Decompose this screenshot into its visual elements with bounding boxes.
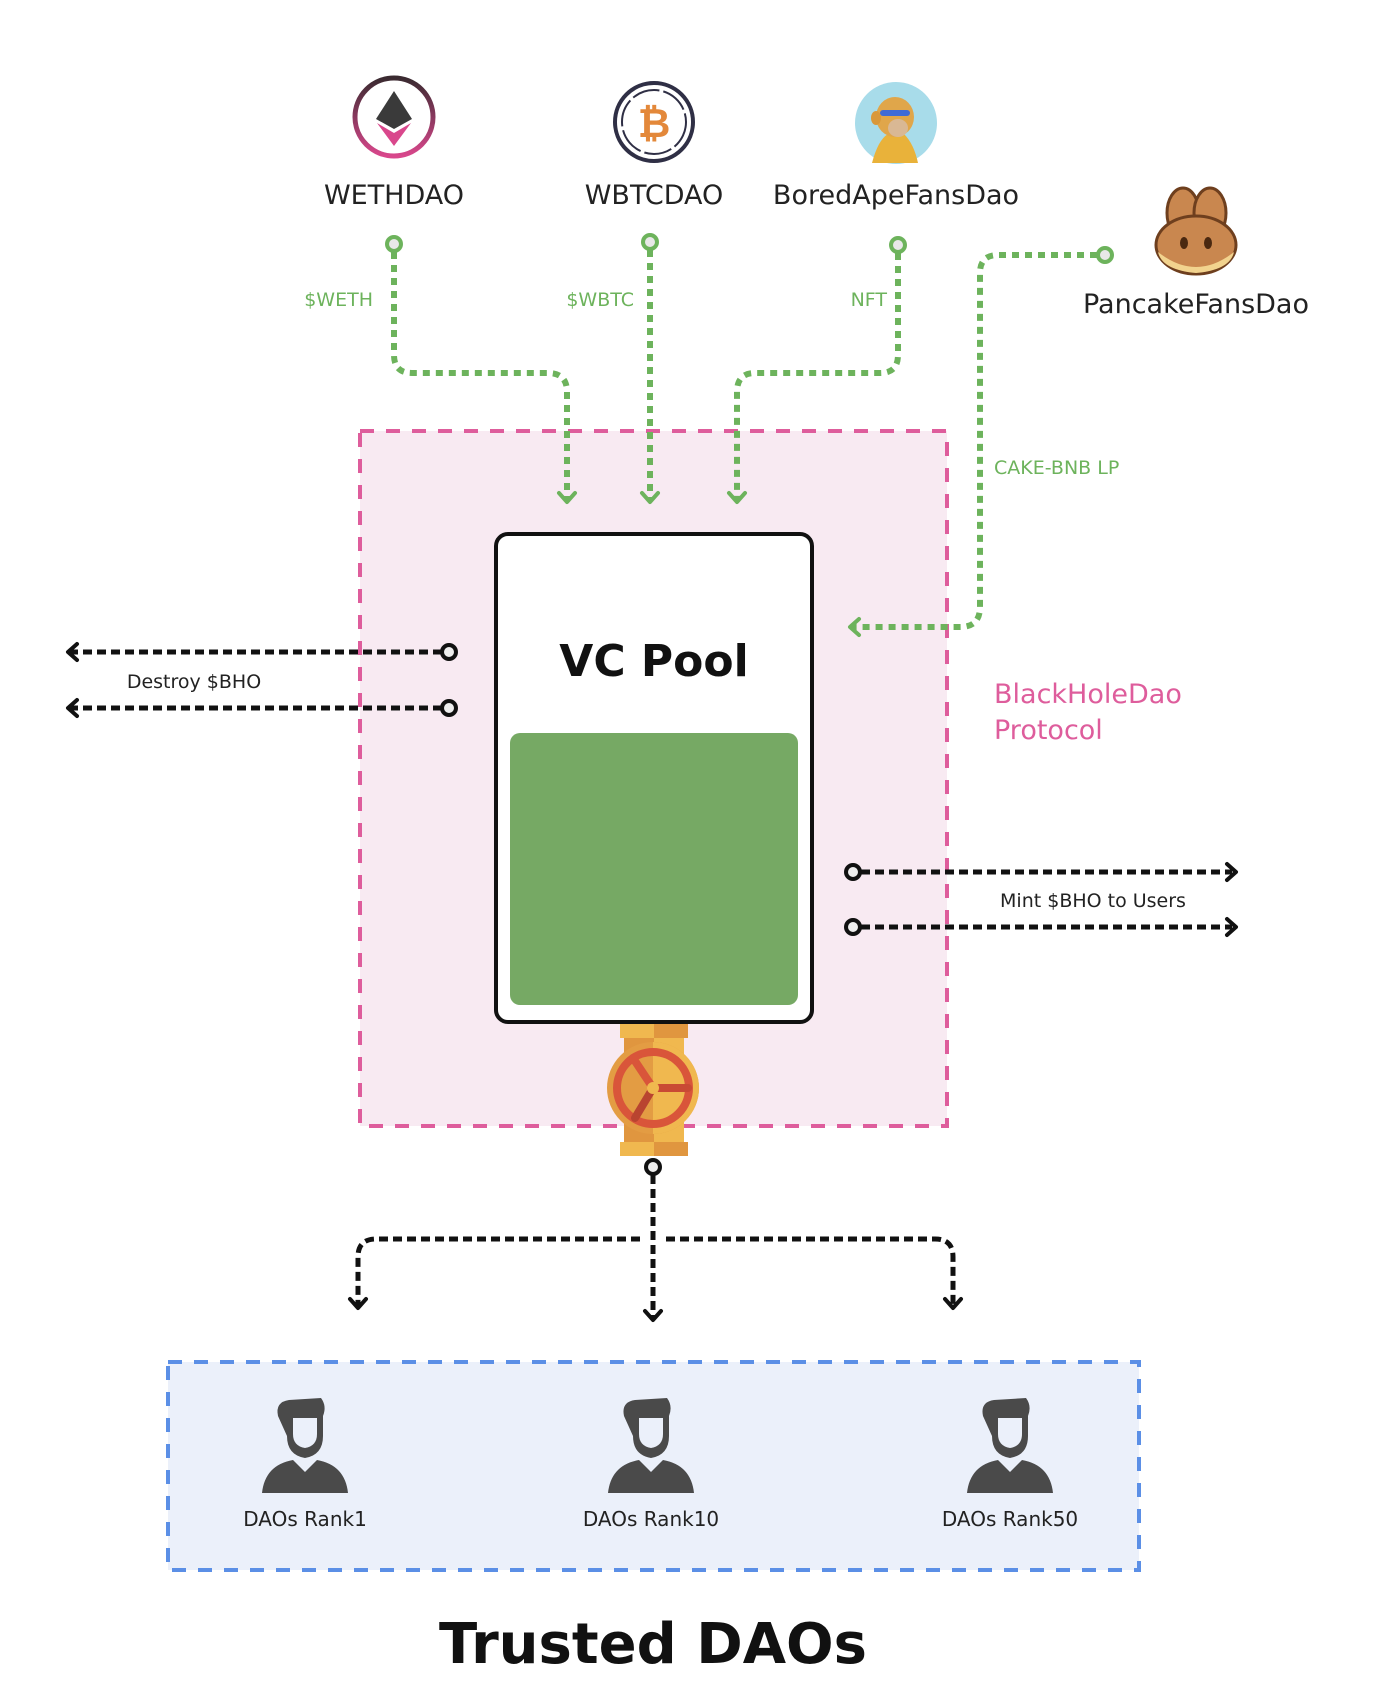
protocol-label: BlackHoleDao Protocol bbox=[994, 679, 1182, 746]
source-label: WETHDAO bbox=[324, 180, 464, 211]
outflow-mint: Mint $BHO to Users bbox=[844, 862, 1238, 937]
rank-label: DAOs Rank50 bbox=[942, 1507, 1078, 1531]
pancake-bunny-icon bbox=[1154, 186, 1238, 276]
trusted-dao-rank1: DAOs Rank1 bbox=[243, 1398, 367, 1531]
source-boredapefansdao: BoredApeFansDao bbox=[773, 82, 1019, 211]
inflow-label: CAKE-BNB LP bbox=[994, 457, 1119, 479]
source-label: PancakeFansDao bbox=[1083, 289, 1309, 320]
vc-pool: VC Pool bbox=[494, 532, 814, 1024]
inflow-label: NFT bbox=[851, 289, 888, 311]
person-icon bbox=[967, 1398, 1053, 1493]
source-label: WBTCDAO bbox=[585, 180, 724, 211]
ethereum-icon bbox=[352, 75, 436, 159]
source-pancakefansdao: PancakeFansDao bbox=[1083, 186, 1309, 320]
inflow-nft: NFT bbox=[727, 236, 907, 504]
valve-icon bbox=[607, 1024, 699, 1156]
protocol-label-line2: Protocol bbox=[994, 715, 1103, 746]
distribution-flow bbox=[348, 1158, 963, 1322]
bitcoin-icon: ₿ bbox=[613, 81, 695, 163]
inflow-cake-bnb-lp: CAKE-BNB LP bbox=[848, 246, 1119, 637]
source-label: BoredApeFansDao bbox=[773, 180, 1019, 211]
person-icon bbox=[608, 1398, 694, 1493]
inflow-label: $WETH bbox=[304, 289, 373, 311]
bored-ape-icon bbox=[855, 82, 937, 164]
rank-label: DAOs Rank10 bbox=[583, 1507, 719, 1531]
inflow-label: $WBTC bbox=[566, 289, 634, 311]
destroy-label: Destroy $BHO bbox=[127, 671, 261, 693]
pool-fill bbox=[510, 733, 798, 1005]
protocol-label-line1: BlackHoleDao bbox=[994, 679, 1182, 710]
trusted-daos-title: Trusted DAOs bbox=[439, 1612, 867, 1677]
svg-text:₿: ₿ bbox=[638, 101, 671, 147]
source-wethdao: WETHDAO bbox=[324, 75, 464, 211]
inflow-weth: $WETH bbox=[304, 235, 577, 504]
rank-label: DAOs Rank1 bbox=[243, 1507, 367, 1531]
trusted-dao-rank50: DAOs Rank50 bbox=[942, 1398, 1078, 1531]
pool-title: VC Pool bbox=[559, 636, 748, 687]
inflow-wbtc: $WBTC bbox=[566, 233, 660, 504]
person-icon bbox=[262, 1398, 348, 1493]
outflow-destroy: Destroy $BHO bbox=[66, 642, 458, 718]
source-wbtcdao: ₿ WBTCDAO bbox=[585, 81, 724, 211]
trusted-dao-rank10: DAOs Rank10 bbox=[583, 1398, 719, 1531]
mint-label: Mint $BHO to Users bbox=[1000, 890, 1186, 912]
